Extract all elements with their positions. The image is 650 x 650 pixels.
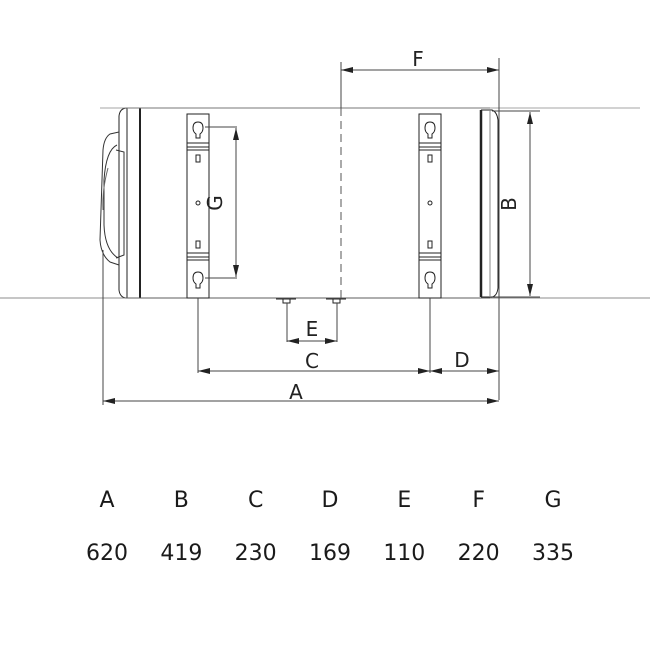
header-d: D [321, 488, 339, 513]
label-a: A [289, 380, 303, 404]
header-g: G [544, 488, 562, 513]
label-c: C [305, 349, 319, 373]
label-b: B [497, 197, 521, 211]
pipe-connections [276, 298, 346, 304]
header-e: E [397, 488, 412, 513]
value-b: 419 [160, 541, 203, 566]
label-g: G [203, 195, 227, 211]
label-e: E [306, 317, 319, 341]
label-d: D [454, 348, 469, 372]
value-f: 220 [457, 541, 500, 566]
value-a: 620 [86, 541, 128, 566]
dimension-lines [102, 58, 540, 405]
label-f: F [412, 47, 424, 71]
value-e: 110 [383, 541, 426, 566]
header-f: F [472, 488, 485, 513]
thermostat-cover [99, 131, 125, 266]
header-b: B [173, 488, 189, 513]
header-a: A [99, 488, 115, 513]
value-c: 230 [234, 541, 277, 566]
dimension-table-header: A B C D E F G [70, 488, 590, 513]
header-c: C [247, 488, 264, 513]
value-d: 169 [308, 541, 351, 566]
right-mounting-bracket [418, 113, 442, 299]
tank-body [0, 107, 650, 299]
dimension-table: A B C D E F G 620 419 230 169 110 220 33… [70, 488, 590, 566]
value-g: 335 [531, 541, 574, 566]
left-mounting-bracket [186, 113, 210, 299]
dimension-table-values: 620 419 230 169 110 220 335 [70, 541, 590, 566]
arrowheads [103, 67, 533, 404]
